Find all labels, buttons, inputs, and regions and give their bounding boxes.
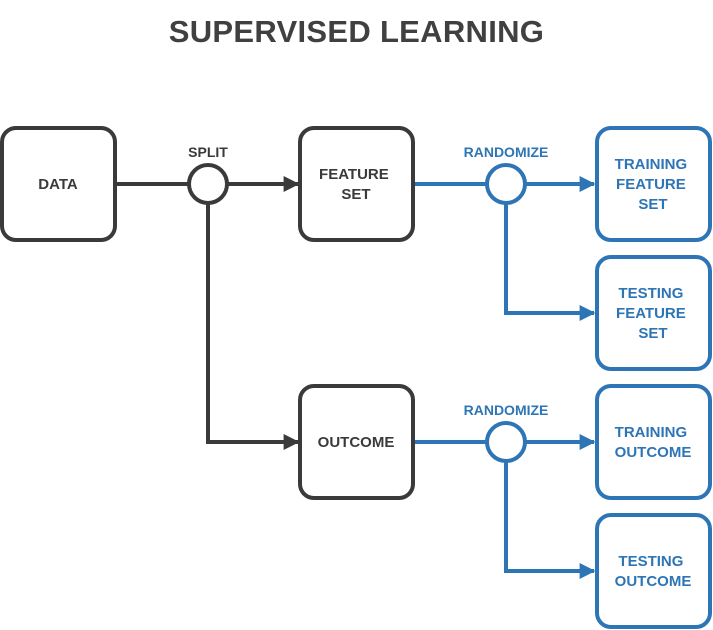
split-connectors [115,176,300,450]
feature-set-line-2: SET [341,186,370,203]
outcome-box-line: OUTCOME [318,434,395,451]
feature-set-box [298,126,415,242]
split-label: SPLIT [188,144,228,160]
testing-outcome-box [595,513,712,629]
randomize-feature-label: RANDOMIZE [464,144,549,160]
split-node [187,163,229,205]
feature-set-box-label: FEATURE SET [319,166,393,203]
randomize-outcome-node [485,421,527,463]
randomize-to-testing-feature-arrow [504,203,596,321]
feature-set-line-1: FEATURE [319,166,389,183]
randomize-outcome-label: RANDOMIZE [464,402,549,418]
randomize-feature-node [485,163,527,205]
training-outcome-line-2: OUTCOME [615,444,692,461]
outcome-box [298,384,415,500]
training-outcome-box [595,384,712,500]
training-feature-set-line-3: SET [638,196,667,213]
training-feature-set-line-2: FEATURE [616,176,686,193]
training-outcome-label: TRAINING OUTCOME [615,424,692,461]
data-box [0,126,117,242]
testing-feature-set-box [595,255,712,371]
randomize-connectors [413,176,596,579]
testing-feature-set-line-3: SET [638,325,667,342]
training-feature-set-label: TRAINING FEATURE SET [615,156,692,213]
outcome-box-label: OUTCOME [318,434,395,451]
testing-feature-set-line-1: TESTING [618,285,683,302]
data-box-label: DATA [38,176,78,193]
training-feature-set-box [595,126,712,242]
randomize-to-testing-outcome-arrow [504,461,596,579]
testing-feature-set-label: TESTING FEATURE SET [616,285,690,342]
testing-outcome-line-1: TESTING [618,553,683,570]
split-to-outcome-arrow [206,203,300,450]
testing-outcome-line-2: OUTCOME [615,573,692,590]
testing-outcome-label: TESTING OUTCOME [615,553,692,590]
data-box-line: DATA [38,176,78,193]
page-title: SUPERVISED LEARNING [168,14,545,49]
testing-feature-set-line-2: FEATURE [616,305,686,322]
training-outcome-line-1: TRAINING [615,424,688,441]
training-feature-set-line-1: TRAINING [615,156,688,173]
